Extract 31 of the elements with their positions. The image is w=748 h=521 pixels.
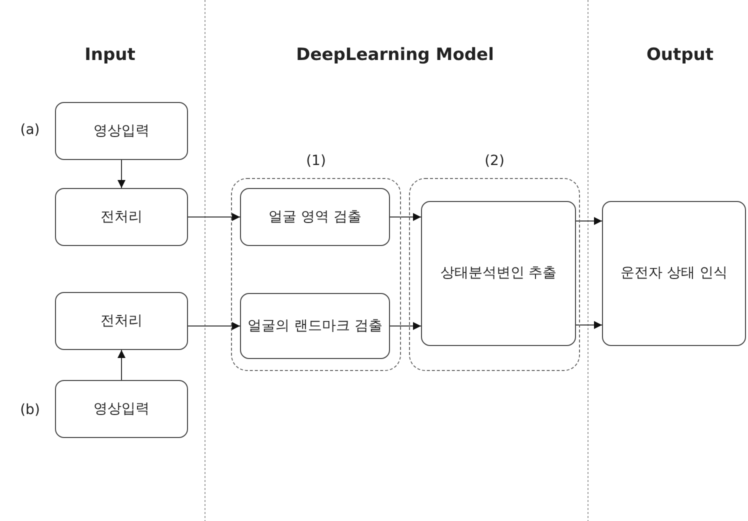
process-box <box>55 102 188 160</box>
process-box <box>55 380 188 438</box>
arrow <box>118 160 126 188</box>
process-box <box>421 201 576 346</box>
box-label: 얼굴의 랜드마크 검출 <box>246 316 384 336</box>
arrow <box>188 213 240 221</box>
process-box <box>55 292 188 350</box>
column-heading: DeepLearning Model <box>296 45 494 65</box>
group-heading: (2) <box>484 153 506 169</box>
box-label: 영상입력 <box>92 400 150 418</box>
column-heading: Input <box>84 45 136 65</box>
arrow <box>576 321 602 329</box>
group-heading: (1) <box>305 153 327 169</box>
process-box <box>240 188 390 246</box>
box-label: 전처리 <box>100 208 144 226</box>
arrow <box>390 322 422 330</box>
process-box <box>602 201 746 346</box>
process-box <box>240 293 390 359</box>
arrow <box>576 217 602 225</box>
box-label: 운전자 상태 인식 <box>620 264 728 283</box>
process-box <box>55 188 188 246</box>
box-label: 전처리 <box>100 312 144 330</box>
arrow <box>188 322 240 330</box>
row-label: (a) <box>20 122 40 138</box>
box-label: 얼굴 영역 검출 <box>268 208 362 226</box>
arrow <box>390 213 422 221</box>
arrow <box>118 350 126 380</box>
box-label: 상태분석변인 추출 <box>439 264 558 283</box>
box-label: 영상입력 <box>92 122 150 140</box>
column-heading: Output <box>646 45 714 65</box>
row-label: (b) <box>20 402 40 418</box>
